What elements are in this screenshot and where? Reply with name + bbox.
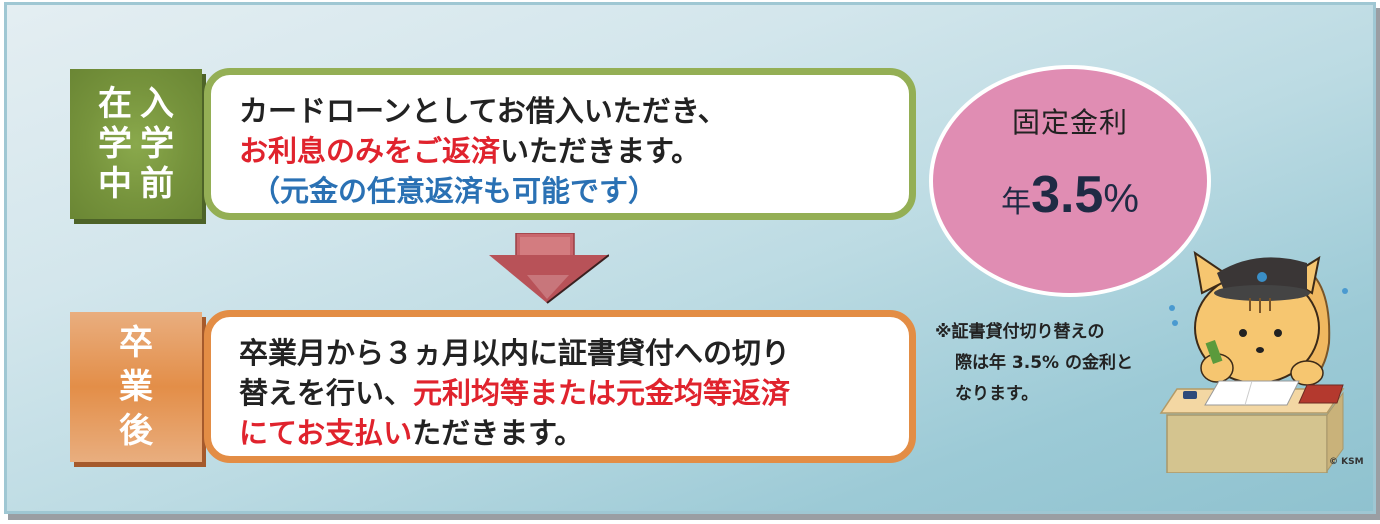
before-line-3: （元金の任意返済も可能です） (251, 174, 658, 208)
down-arrow-icon (489, 233, 609, 304)
before-graduation-tag: 入 学 前 在 学 中 (70, 69, 202, 219)
before-line-2-rest: いただきます。 (500, 134, 701, 168)
tag-char: 学 (98, 124, 132, 164)
note-line-1: ※証書貸付切り替えの (935, 322, 1105, 342)
rate-note: ※証書貸付切り替えの 際は年 3.5% の金利と なります。 (935, 317, 1155, 410)
tag-char: 在 (98, 84, 132, 124)
fixed-rate-badge: 固定金利 年3.5% (929, 65, 1211, 297)
repayment-method-highlight: 元利均等または元金均等返済 (413, 376, 791, 410)
tag-column-in-school: 在 学 中 (98, 84, 132, 204)
tag-char: 業 (119, 367, 153, 407)
after-line-3: にてお支払いただきます。 (239, 413, 909, 453)
note-line-3: なります。 (955, 384, 1039, 404)
copyright-label: © KSM (1329, 457, 1364, 467)
after-line-3-rest: ただきます。 (412, 416, 584, 450)
tag-char: 前 (140, 164, 174, 204)
rate-unit: % (1103, 177, 1139, 221)
after-graduation-tag: 卒 業 後 (70, 312, 202, 462)
payment-highlight: にてお支払い (239, 416, 413, 450)
after-line-1: 卒業月から３ヵ月以内に証書貸付への切り (239, 336, 791, 370)
tag-char: 後 (119, 411, 153, 451)
tag-char: 卒 (119, 323, 153, 363)
tag-char: 入 (140, 84, 174, 124)
tag-column-before-entry: 入 学 前 (140, 84, 174, 204)
after-line-2-plain: 替えを行い、 (239, 376, 414, 410)
tag-column-after-graduation: 卒 業 後 (119, 321, 153, 453)
after-line-2: 替えを行い、元利均等または元金均等返済 (239, 373, 909, 413)
before-line-1: カードローンとしてお借入いただき、 (239, 94, 727, 128)
rate-prefix: 年 (1001, 185, 1032, 220)
rate-badge-title: 固定金利 (1011, 106, 1128, 139)
before-graduation-box: カードローンとしてお借入いただき、 お利息のみをご返済いただきます。 （元金の任… (204, 68, 916, 220)
loan-info-panel: 入 学 前 在 学 中 カードローンとしてお借入いただき、 お利息のみをご返済い… (4, 2, 1376, 514)
rate-value: 年3.5% (933, 165, 1207, 225)
tag-char: 中 (98, 164, 132, 204)
interest-only-highlight: お利息のみをご返済 (239, 134, 501, 168)
before-line-2: お利息のみをご返済いただきます。 (239, 131, 909, 171)
rate-number: 3.5 (1031, 166, 1104, 224)
after-graduation-box: 卒業月から３ヵ月以内に証書貸付への切り 替えを行い、元利均等または元金均等返済 … (204, 310, 916, 463)
note-line-2: 際は年 3.5% の金利と (955, 353, 1133, 373)
cat-student-illustration (1159, 250, 1348, 473)
tag-char: 学 (140, 124, 174, 164)
